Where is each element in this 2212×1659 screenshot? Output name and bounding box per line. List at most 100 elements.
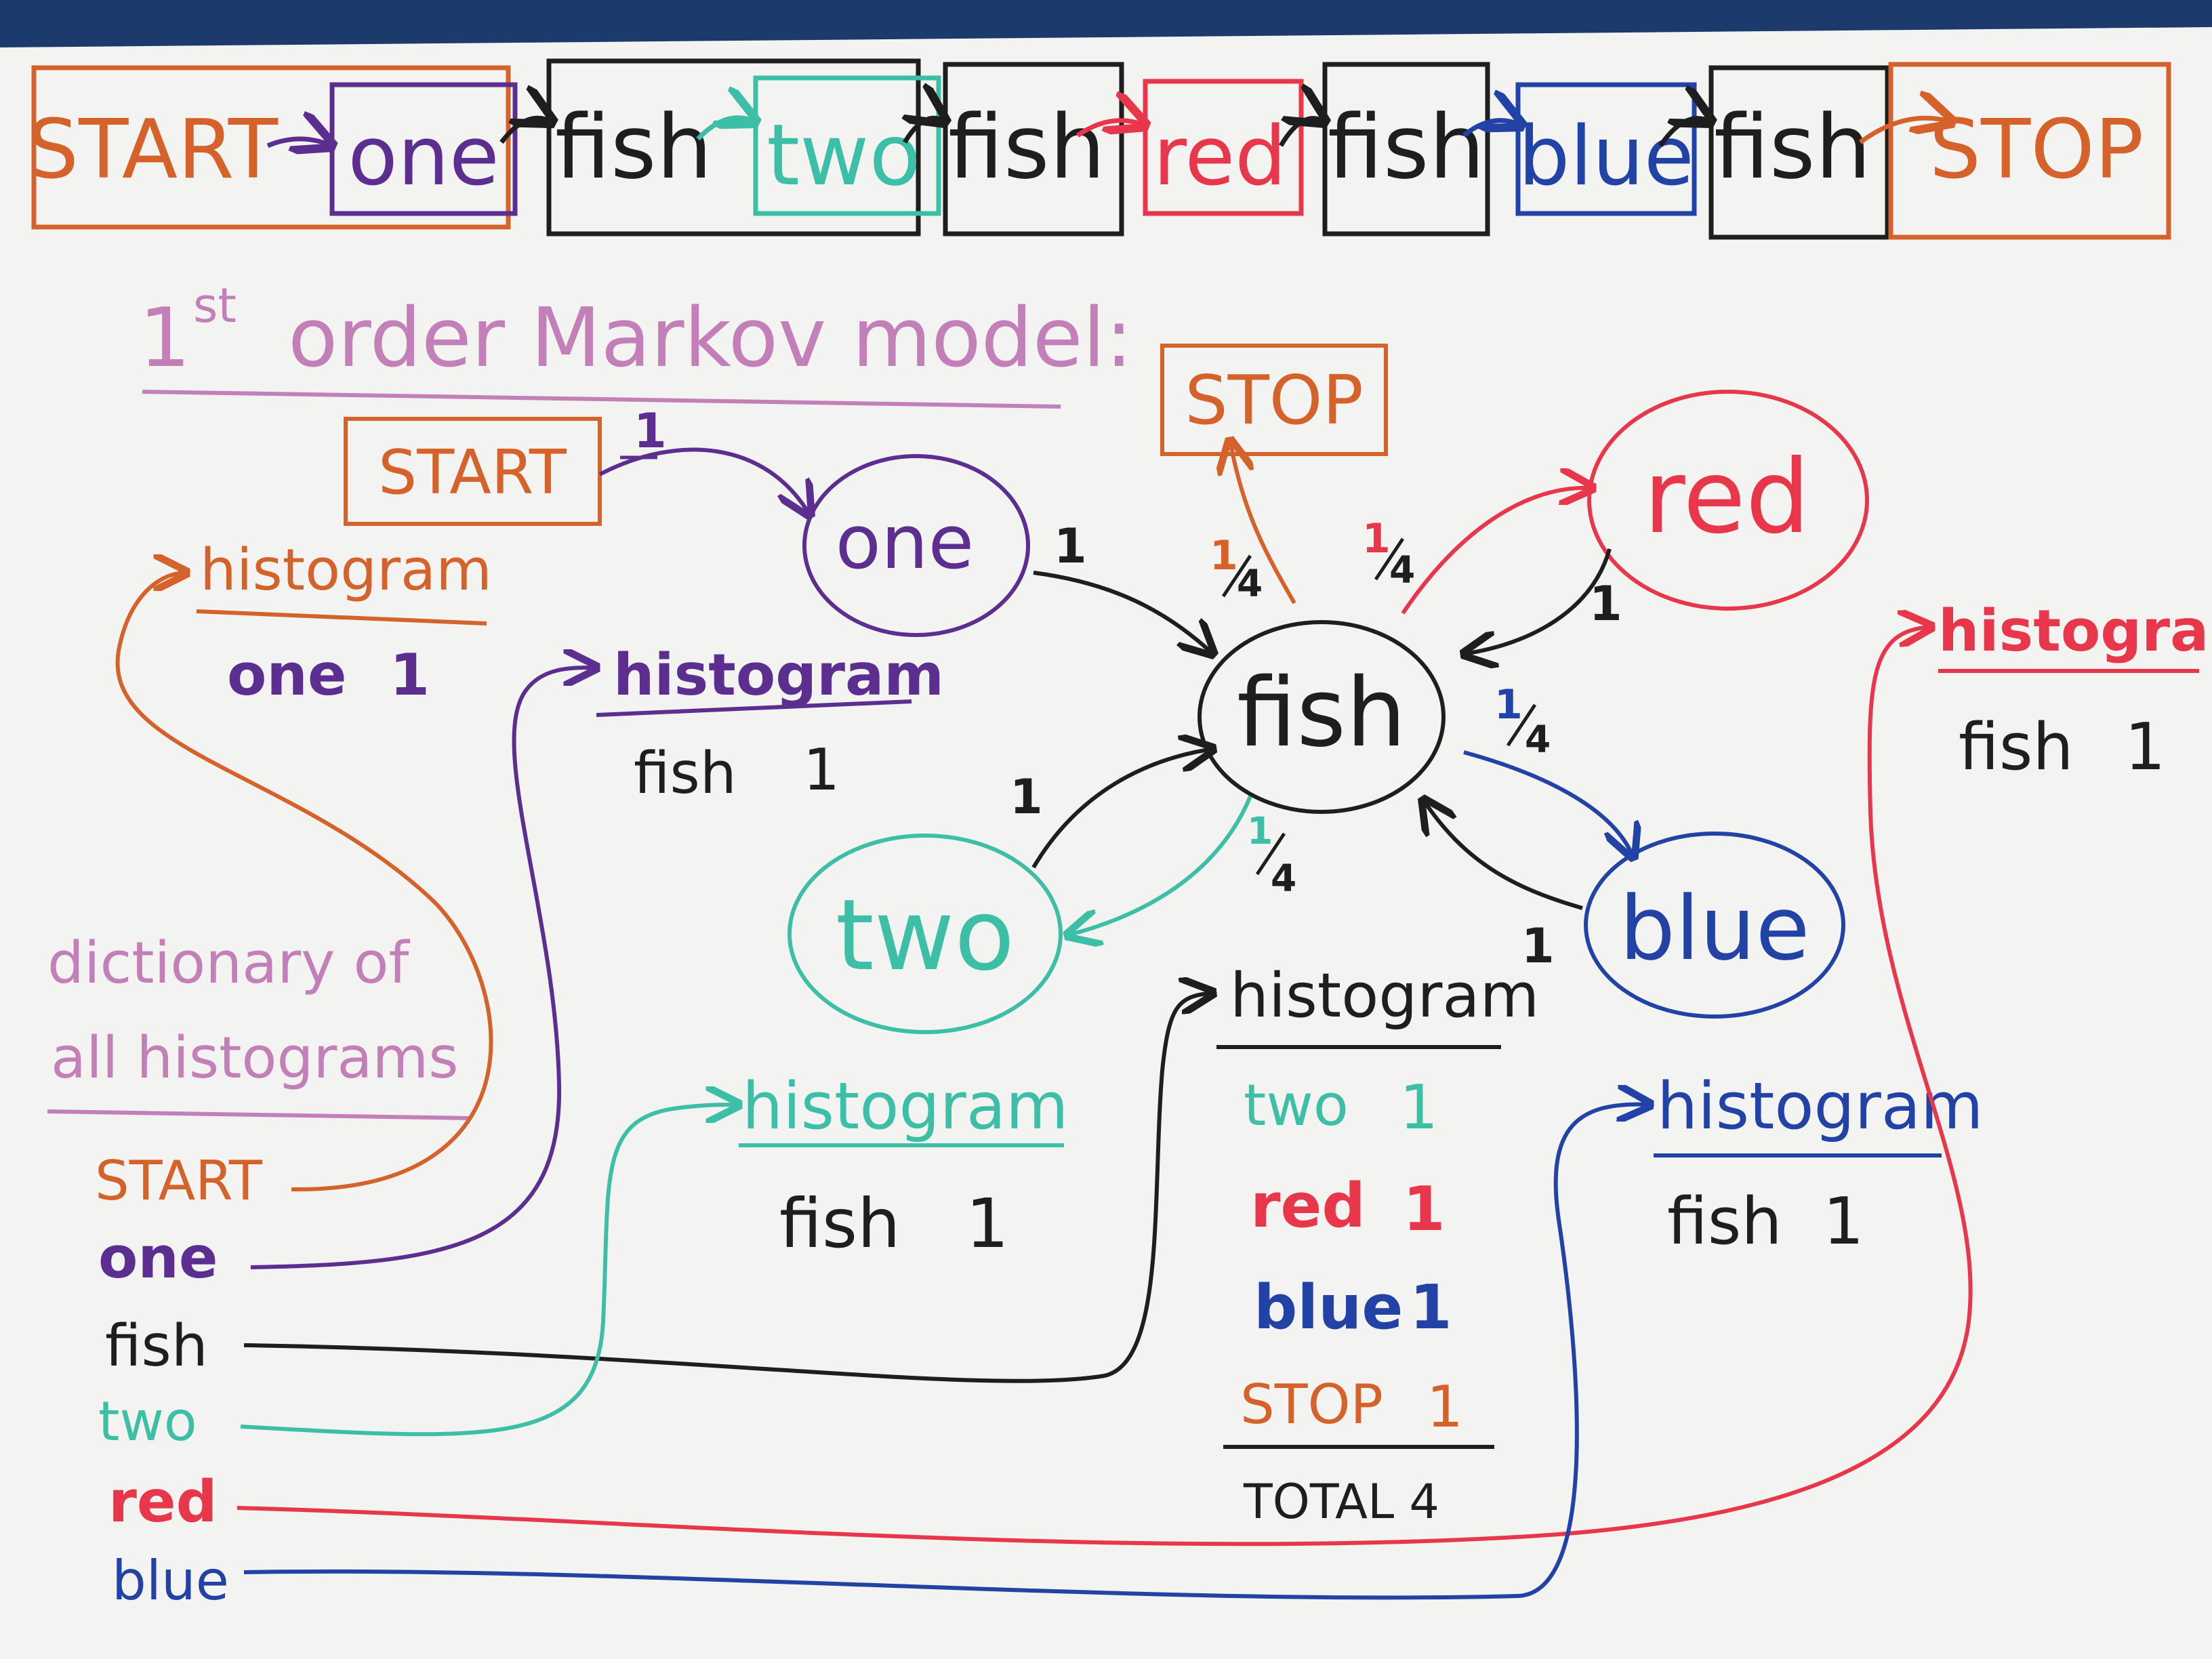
histogram-start-heading: histogram (200, 537, 492, 604)
sequence-token-1: one (348, 110, 499, 204)
link-blue-histogram (243, 1105, 1650, 1600)
edge-blue-fish (1423, 800, 1583, 910)
weight-start-one: 1 (634, 403, 667, 459)
dictionary-key-fish: fish (105, 1313, 208, 1380)
histogram-fish-count-2: 1 (1410, 1272, 1452, 1343)
weight-fish-red-num: 1 (1362, 515, 1391, 562)
weight-fish-two-num: 1 (1247, 809, 1273, 853)
title-text: order Markov model: (288, 291, 1132, 386)
histogram-fish-total: TOTAL 4 (1243, 1474, 1439, 1530)
weight-fish-blue-num: 1 (1494, 681, 1523, 729)
link-one-histogram (250, 668, 596, 1269)
board-surface (0, 27, 2212, 1659)
sequence-arrow-3 (905, 118, 945, 144)
weight-fish-blue: 1 4 (1494, 681, 1551, 761)
histogram-fish-word-1: red (1250, 1170, 1366, 1242)
sequence-arrow-7 (1658, 119, 1711, 147)
title-underline (142, 390, 1061, 409)
sequence-token-8: fish (1714, 96, 1871, 199)
edge-one-fish (1033, 571, 1213, 654)
sequence-box-9 (1888, 62, 2171, 240)
sequence-arrow-0 (266, 139, 332, 146)
histogram-fish-word-0: two (1244, 1072, 1349, 1139)
sequence-token-6: fish (1328, 96, 1485, 199)
node-start-label: START (378, 437, 567, 508)
link-two-histogram (240, 1105, 739, 1437)
edge-fish-stop (1230, 441, 1296, 605)
histogram-fish-word-3: STOP (1240, 1373, 1383, 1436)
node-stop: STOP (1160, 344, 1388, 456)
histogram-blue-word: fish (1667, 1185, 1782, 1259)
histogram-blue-heading: histogram (1657, 1069, 1984, 1144)
weight-fish-blue-den: 4 (1525, 718, 1551, 761)
sequence-box-8 (1708, 65, 1890, 240)
sequence-box-2 (546, 58, 921, 237)
sequence-arrow-1 (499, 118, 552, 144)
sequence-box-6 (1322, 62, 1490, 237)
histogram-fish-count-1: 1 (1403, 1174, 1446, 1245)
weight-fish-two-den: 4 (1271, 857, 1296, 900)
dictionary-key-red: red (108, 1469, 217, 1536)
weight-fish-two: 1 4 (1247, 809, 1296, 900)
weight-blue-fish: 1 (1521, 918, 1555, 974)
sequence-box-5 (1143, 79, 1304, 216)
sequence-token-0: START (27, 103, 279, 197)
sequence-arrow-5 (1278, 119, 1325, 147)
sequence-arrow-8 (1858, 118, 1952, 144)
title-ordinal: 1 (139, 291, 190, 386)
histogram-blue: histogram fish 1 (1654, 1069, 1984, 1259)
weight-fish-red: 1 4 (1362, 515, 1415, 592)
weight-fish-stop-num: 1 (1210, 532, 1238, 579)
node-start: START (344, 417, 602, 526)
edge-red-fish (1464, 548, 1612, 654)
sequence-token-4: fish (948, 96, 1105, 199)
sequence-arrow-4 (1076, 121, 1145, 138)
histogram-two: histogram fish 1 (739, 1069, 1069, 1263)
histogram-fish-heading: histogram (1230, 960, 1539, 1031)
board-frame-top (0, 0, 2212, 27)
title-ordinal-suffix: st (193, 278, 237, 333)
histogram-fish-count-0: 1 (1399, 1072, 1438, 1143)
weight-red-fish: 1 (1589, 576, 1622, 632)
node-fish: fish (1197, 620, 1446, 814)
sequence-box-3 (753, 75, 941, 216)
edge-fish-two (1067, 795, 1252, 935)
dictionary-key-two: two (98, 1390, 197, 1453)
histogram-fish: histogram two 1 red 1 blue 1 STOP 1 TOTA… (1216, 960, 1539, 1530)
sequence-token-2: fish (555, 96, 712, 199)
sequence-token-9: STOP (1929, 103, 2144, 197)
node-two-label: two (836, 878, 1015, 993)
node-blue-label: blue (1619, 877, 1809, 980)
histogram-red-count: 1 (2125, 710, 2165, 785)
node-one-label: one (836, 499, 975, 586)
histogram-blue-count: 1 (1823, 1185, 1864, 1259)
histogram-one-word: fish (634, 740, 737, 807)
node-red: red (1587, 390, 1869, 611)
node-stop-label: STOP (1185, 361, 1364, 440)
weight-one-fish: 1 (1054, 518, 1087, 574)
dictionary-title-line1: dictionary of (47, 930, 410, 997)
link-start-histogram (115, 573, 493, 1192)
histogram-two-count: 1 (966, 1184, 1009, 1263)
histogram-one-count: 1 (803, 737, 840, 804)
dictionary-title-line2: all histograms (51, 1025, 459, 1092)
histogram-red: histogram fish 1 (1938, 598, 2212, 785)
sequence-box-7 (1515, 82, 1697, 216)
link-fish-histogram (243, 993, 1213, 1383)
weight-fish-stop-den: 4 (1237, 562, 1263, 605)
histogram-start-count: 1 (390, 642, 430, 709)
edge-start-one (598, 447, 810, 515)
histogram-two-word: fish (779, 1184, 900, 1263)
weight-fish-red-den: 4 (1389, 548, 1415, 592)
sequence-token-5: red (1153, 110, 1287, 204)
histogram-start-word: one (227, 642, 347, 709)
weight-fish-stop: 1 4 (1210, 532, 1263, 605)
link-red-histogram (237, 627, 1973, 1547)
edge-fish-red (1401, 488, 1593, 615)
histogram-start: histogram one 1 (196, 537, 492, 709)
histogram-red-word: fish (1959, 710, 2074, 785)
edge-two-fish (1031, 749, 1213, 869)
node-fish-label: fish (1237, 658, 1406, 769)
node-red-label: red (1643, 438, 1810, 556)
